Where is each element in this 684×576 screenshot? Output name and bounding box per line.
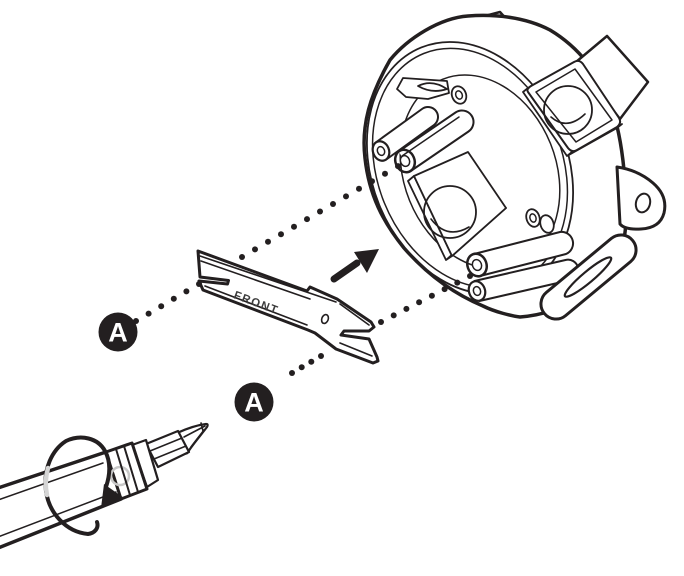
bracket-body: [196, 249, 380, 365]
box-wall-hole-1: [525, 208, 541, 228]
box-interior-tab-slot: [417, 82, 448, 92]
box-upper-screw-center: [399, 154, 411, 168]
leader-line-bracket-to-upper-screw: [239, 163, 401, 260]
box-upper-boss-seam: [401, 116, 460, 157]
box-hub-plate: [413, 151, 507, 257]
box-conduit-plate-inner: [535, 68, 613, 143]
rotation-arc: [43, 435, 112, 536]
box-conduit-hole-depth: [550, 113, 586, 125]
junction-box: [362, 10, 667, 321]
screwdriver-ferrule-ridges: [115, 445, 139, 496]
box-hole-top: [450, 85, 468, 105]
box-upper-post-hole-inner: [376, 145, 386, 157]
box-lower-post-hole-inner: [472, 285, 482, 297]
leader-line-callout-top-to-bracket: [133, 281, 202, 324]
callout-a-top-circle: [98, 312, 138, 352]
box-bottom-hub-slot: [563, 256, 613, 298]
box-lower-screw: [465, 252, 489, 278]
box-hole-top-inner: [454, 90, 464, 100]
rotation-arrow-head: [101, 484, 124, 508]
insert-direction-arrow-icon: [330, 249, 379, 283]
bracket-front-label: FRONT: [232, 290, 280, 318]
box-upper-post-hole: [371, 140, 391, 162]
screwdriver-handle-fill: [0, 452, 121, 547]
box-lower-boss-tube: [473, 230, 575, 277]
screwdriver-handle-edges: [0, 450, 123, 550]
callout-a-bottom: A: [234, 382, 274, 422]
box-wall-hole-2: [539, 214, 555, 234]
box-ear-hole: [634, 192, 652, 214]
bracket-ridge-lines: [199, 255, 373, 357]
screwdriver-ferrule-bore: [109, 465, 131, 487]
box-hub-hole-depth: [430, 218, 470, 233]
box-lower-screw-center: [471, 258, 483, 272]
box-hub-hole: [423, 185, 477, 239]
rotation-arrow-icon: [43, 435, 124, 536]
callout-a-top: A: [98, 312, 138, 352]
leader-line-bracket-to-lower-screw: [378, 273, 473, 325]
callout-a-bottom-label: A: [244, 388, 264, 418]
box-lower-post-hole: [467, 280, 487, 302]
box-wall-hole-1-inner: [529, 213, 537, 223]
screwdriver-hex-facets: [149, 437, 187, 460]
leader-line-bracket-to-callout-bottom: [289, 353, 324, 376]
screwdriver-tip-flutes: [183, 422, 206, 448]
rotation-arc-over-handle: [43, 465, 51, 498]
callout-a-top-label: A: [108, 318, 128, 348]
box-upper-boss-tube: [397, 109, 475, 172]
bracket-hole: [320, 313, 330, 325]
box-conduit-hole: [543, 85, 593, 135]
box-upper-post-tube: [374, 106, 439, 160]
callout-a-bottom-circle: [234, 382, 274, 422]
